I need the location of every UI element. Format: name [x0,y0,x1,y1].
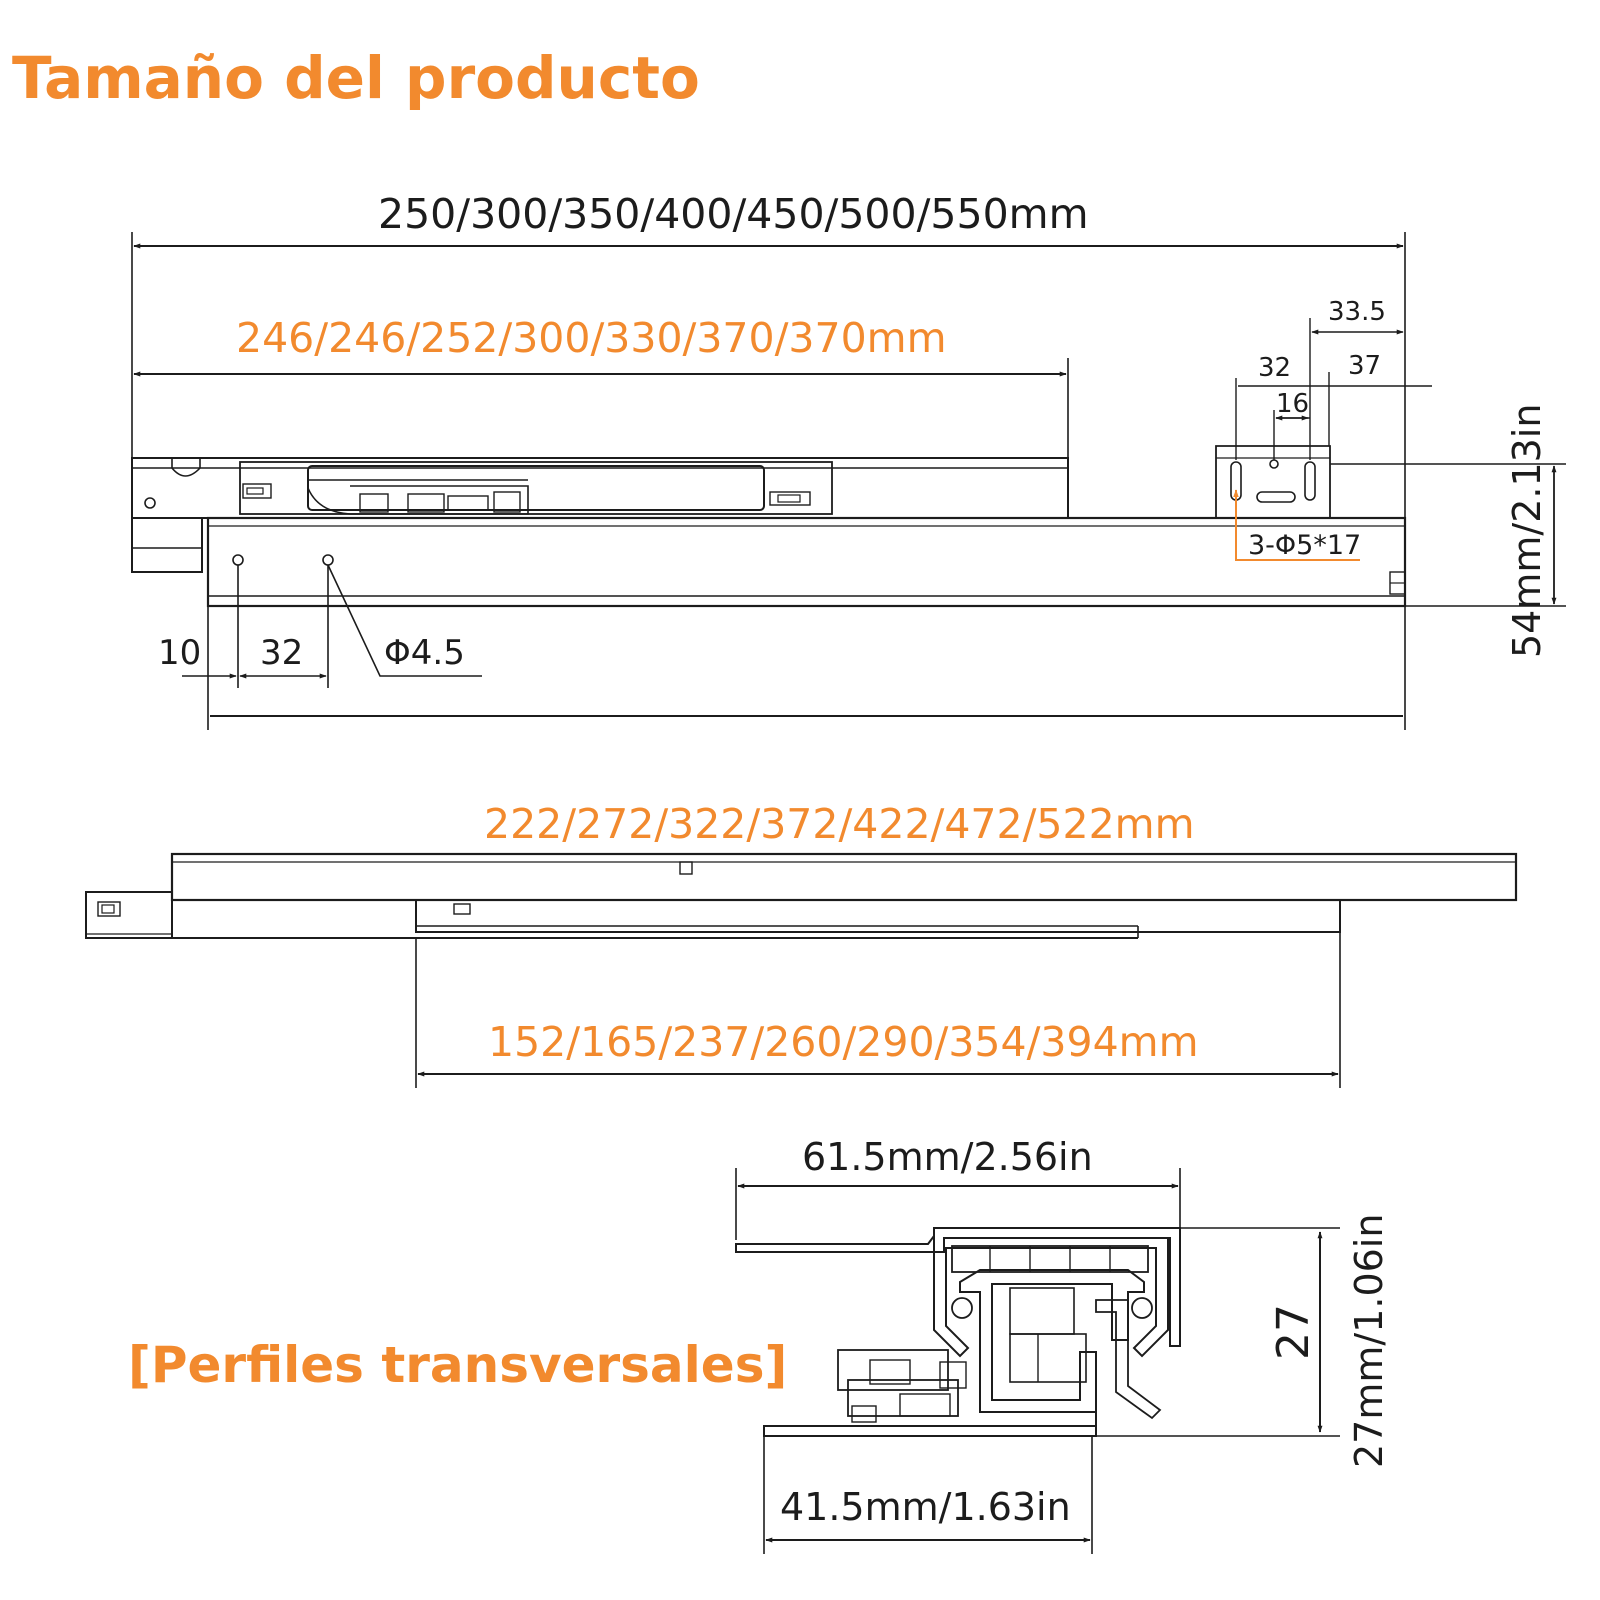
bracket-slot-right [1304,461,1316,501]
mount-hole-1 [232,554,244,566]
bracket-dim-16-label: 16 [1276,389,1309,419]
damper-clip-right [769,491,811,506]
width-total-label: 61.5mm/2.56in [802,1135,1093,1179]
hole-diameter-leader [327,564,482,677]
width-base-label: 41.5mm/1.63in [780,1485,1071,1529]
rail-end-left [131,518,203,573]
travel-length-label: 152/165/237/260/290/354/394mm [488,1018,1199,1066]
rear-bracket [1215,445,1331,519]
body-length-label: 246/246/252/300/330/370/370mm [236,314,947,362]
ball-right [1131,1297,1153,1319]
height-label: 54mm/2.13in [1505,404,1549,658]
top-view [131,232,1566,730]
section-heading: [Perfiles transversales] [128,1336,787,1394]
extended-drawer-rail [170,852,1518,902]
hole-diameter-label: Φ4.5 [384,633,465,673]
ball-left [951,1297,973,1319]
damper-cylinder [307,465,765,511]
bracket-slot-bottom [1256,491,1296,503]
bracket-dim-37-label: 37 [1348,351,1381,381]
hole-offset-label: 10 [158,633,201,673]
damper-housing [239,461,833,515]
mount-hole-2 [322,554,334,566]
overall-length-label: 250/300/350/400/450/500/550mm [378,190,1089,238]
damper-mechanism [307,485,529,515]
extended-inner-rail [85,891,173,939]
bracket-dim-32-label: 32 [1258,353,1291,383]
section-height-short-label: 27 [1268,1304,1319,1360]
extended-stop [679,861,693,875]
hole-spec-leader [1233,489,1360,561]
extended-view [85,852,1518,1088]
damper-clip-left [242,483,272,499]
hole-spacing-label: 32 [260,633,303,673]
outer-channel [933,1236,1169,1358]
inner-channel [959,1269,1145,1413]
extended-travel-rail [415,899,1341,933]
page-title: Tamaño del producto [12,44,700,112]
damper-block [837,1349,949,1391]
rail-notch [171,458,201,477]
cross-section-view [735,1168,1340,1554]
outer-rail [206,516,1407,608]
bracket-center-hole [1269,459,1279,469]
hole-spec-label: 3-Φ5*17 [1248,530,1361,561]
rail-length-label: 222/272/322/372/422/472/522mm [484,800,1195,848]
bracket-dim-33-5-label: 33.5 [1328,297,1386,327]
section-height-full-label: 27mm/1.06in [1347,1214,1391,1468]
rail-end-hole [144,497,156,509]
bearing-cage [951,1245,1149,1273]
